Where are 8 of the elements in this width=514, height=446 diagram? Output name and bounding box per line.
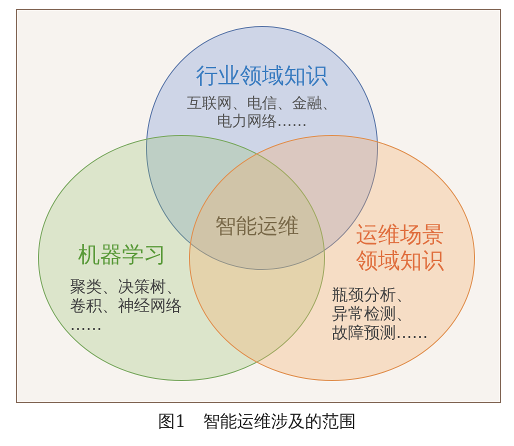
circle-heading: 机器学习 xyxy=(78,243,167,270)
circle-text: 聚类、决策树、卷积、神经网络…… xyxy=(70,277,183,335)
center-label: 智能运维 xyxy=(214,213,300,240)
circle-heading: 行业领域知识 xyxy=(195,64,329,90)
circle-text: 瓶颈分析、异常检测、故障预测…… xyxy=(332,285,429,343)
figure-caption: 图1 智能运维涉及的范围 xyxy=(157,411,357,433)
circle-text: 互联网、电信、金融、电力网络…… xyxy=(186,94,338,130)
circle-heading: 运维场景领域知识 xyxy=(355,223,445,276)
